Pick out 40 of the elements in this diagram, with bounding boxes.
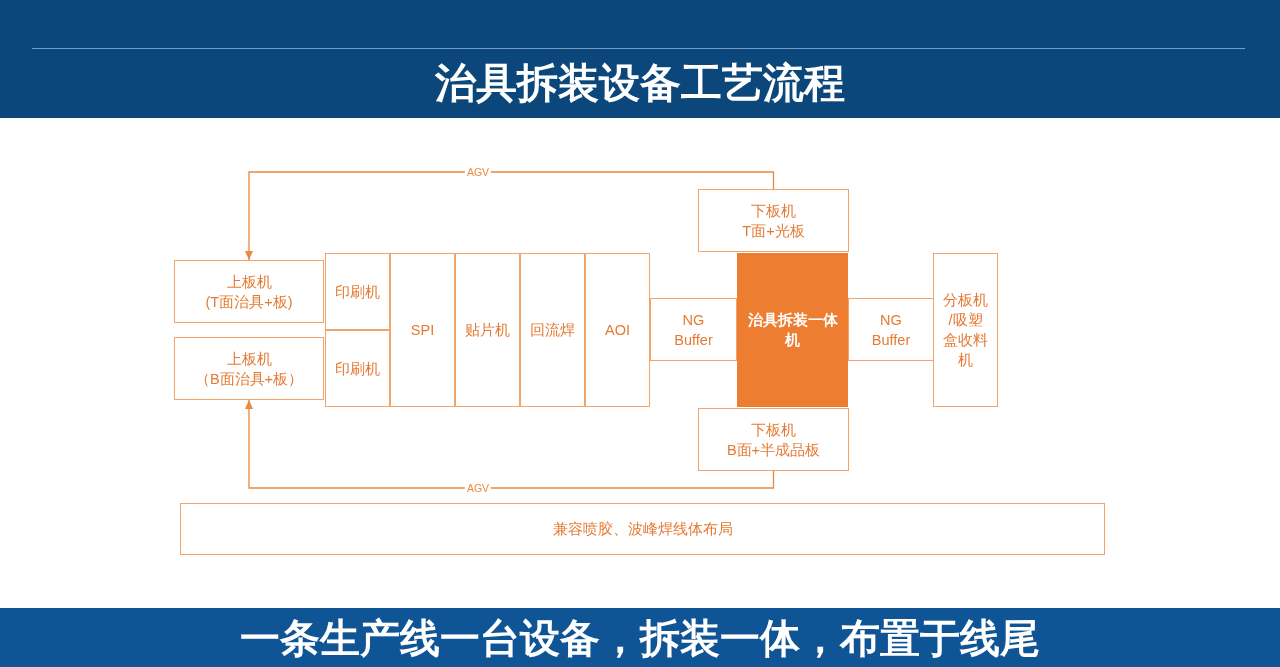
station-label: NG Buffer — [871, 310, 911, 350]
arrow — [245, 399, 775, 489]
station-label: NG Buffer — [674, 310, 713, 350]
station-label: 上板机 — [226, 349, 272, 369]
process-box — [848, 298, 934, 361]
station-label: 回流焊 — [530, 321, 575, 340]
station-label: 上板机 — [226, 272, 272, 292]
edge-label: AGV — [464, 482, 492, 494]
process-box — [933, 253, 998, 407]
process-box — [520, 253, 585, 407]
note-text: 兼容喷胶、波峰焊线体布局 — [552, 520, 733, 539]
station-label: T面+光板 — [742, 221, 805, 241]
title: 治具拆装设备工艺流程 — [435, 58, 845, 108]
process-box — [585, 253, 650, 407]
station-label: 分板机/吸塑盒收料机 — [942, 291, 989, 370]
process-box — [650, 298, 737, 361]
process-box — [325, 253, 390, 330]
station-label: 下板机 — [751, 201, 796, 221]
station-label: （B面治具+板） — [194, 369, 304, 389]
station-label: 下板机 — [751, 420, 796, 440]
note-box — [180, 503, 1105, 555]
station-label: 贴片机 — [465, 321, 510, 340]
process-box — [455, 253, 520, 407]
process-box — [174, 260, 324, 323]
process-box — [737, 253, 848, 407]
station-label: 治具拆装一体机 — [746, 311, 839, 350]
process-box — [390, 253, 455, 407]
station-label: SPI — [410, 321, 435, 340]
station-label: AOI — [605, 321, 630, 340]
process-box — [325, 330, 390, 407]
station-label: 印刷机 — [335, 282, 380, 302]
caption: 一条生产线一台设备，拆装一体，布置于线尾 — [240, 614, 1040, 662]
station-label: 印刷机 — [335, 359, 380, 379]
station-label: B面+半成品板 — [726, 440, 821, 460]
process-box — [698, 189, 849, 252]
edge-label: AGV — [464, 166, 492, 178]
station-label: (T面治具+板) — [205, 292, 293, 312]
arrow — [245, 171, 775, 261]
process-box — [174, 337, 324, 400]
process-box — [698, 408, 849, 471]
